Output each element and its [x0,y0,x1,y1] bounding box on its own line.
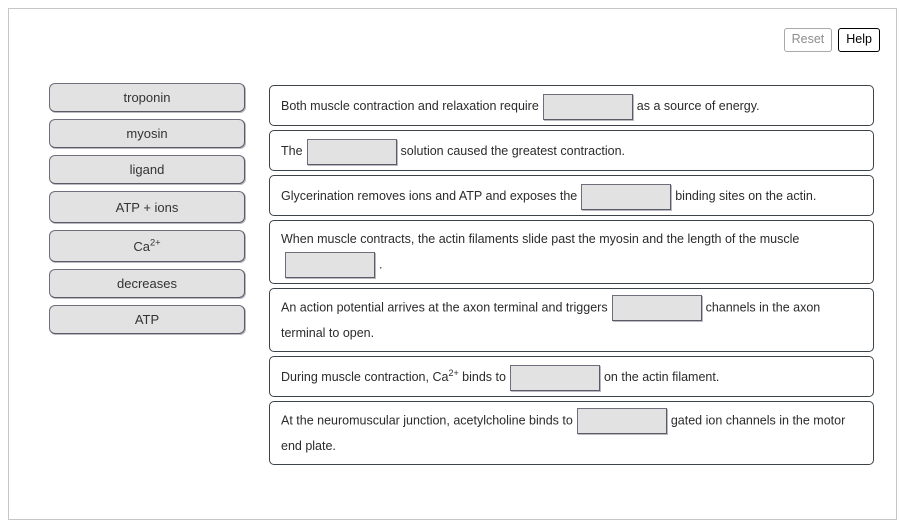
word-tile-label: ATP [134,312,160,327]
statement-list: Both muscle contraction and relaxation r… [269,85,874,469]
statement-text: binding sites on the actin. [675,189,817,203]
answer-dropzone[interactable] [581,183,672,210]
word-tile-ligand[interactable]: ligand [49,155,245,184]
statement-greatest-contraction: The solution caused the greatest contract… [269,130,874,171]
statement-text: At the neuromuscular junction, acetylcho… [281,413,573,428]
word-tile-atp-ions[interactable]: ATP + ions [49,191,245,223]
statement-text: When muscle contracts, the actin filamen… [281,232,800,246]
answer-dropzone[interactable] [285,252,375,278]
word-tile-label: troponin [123,90,171,105]
statement-text: An action potential arrives at the axon … [281,300,608,315]
statement-text: During muscle contraction, Ca2+ binds to [281,367,506,384]
word-tile-label: myosin [126,126,168,141]
word-tile-decreases[interactable]: decreases [49,269,245,298]
statement-text: solution caused the greatest contraction… [400,144,625,158]
statement-text: gated ion channels in the motor [670,413,846,428]
statement-text: terminal to open. [281,326,375,340]
statement-text: on the actin filament. [603,370,720,384]
word-tile-ca2[interactable]: Ca2+ [49,230,245,262]
statement-text: end plate. [281,439,336,453]
statement-text: . [379,257,383,272]
statement-neuromuscular-junction: At the neuromuscular junction, acetylcho… [269,401,874,465]
word-tile-label: decreases [117,276,177,291]
word-tile-label: Ca2+ [133,237,161,254]
statement-glycerination: Glycerination removes ions and ATP and e… [269,175,874,216]
answer-dropzone[interactable] [542,93,633,120]
answer-dropzone[interactable] [576,408,667,434]
answer-dropzone[interactable] [509,364,600,391]
reset-button[interactable]: Reset [783,28,833,52]
statement-calcium-binds: During muscle contraction, Ca2+ binds to… [269,356,874,397]
word-tile-troponin[interactable]: troponin [49,83,245,112]
word-tile-myosin[interactable]: myosin [49,119,245,148]
answer-dropzone[interactable] [306,138,397,165]
toolbar: Reset Help [783,28,880,52]
word-tile-label: ligand [129,162,165,177]
help-button[interactable]: Help [838,28,880,52]
statement-action-potential: An action potential arrives at the axon … [269,288,874,352]
answer-dropzone[interactable] [611,295,702,321]
word-tile-atp[interactable]: ATP [49,305,245,334]
word-tile-label: ATP + ions [115,199,179,215]
statement-filament-slide: When muscle contracts, the actin filamen… [269,220,874,284]
statement-text: as a source of energy. [636,99,760,113]
statement-text: The [281,144,303,158]
statement-text: Glycerination removes ions and ATP and e… [281,189,578,203]
statement-text: Both muscle contraction and relaxation r… [281,99,539,113]
statement-energy-source: Both muscle contraction and relaxation r… [269,85,874,126]
statement-text: channels in the axon [705,300,821,315]
